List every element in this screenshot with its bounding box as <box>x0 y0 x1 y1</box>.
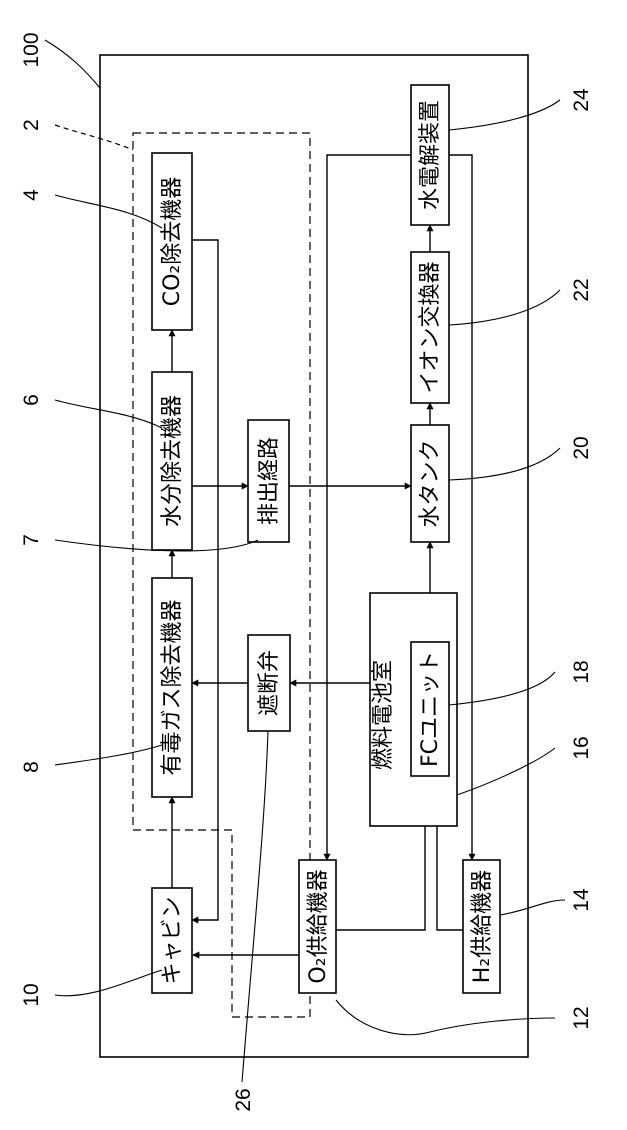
fc-unit-label: FCユニット <box>418 651 443 767</box>
ref-18: 18 <box>570 660 593 683</box>
ref-20: 20 <box>570 436 593 459</box>
shutoff-valve-label: 遮断弁 <box>257 650 282 716</box>
ref-8: 8 <box>20 761 43 773</box>
water-tank-label: 水タンク <box>418 439 443 527</box>
toxic-gas-removal-block: 有毒ガス除去機器 <box>152 578 192 797</box>
cabin-block: キャビン <box>152 888 192 993</box>
exhaust-path-block: 排出経路 <box>248 420 289 542</box>
co2-removal-block: CO₂除去機器 <box>152 153 192 330</box>
ref-12: 12 <box>570 1006 593 1029</box>
ref-6: 6 <box>20 394 43 406</box>
co2-removal-label: CO₂除去機器 <box>160 177 185 307</box>
ref-14: 14 <box>570 888 593 912</box>
ref-7: 7 <box>20 534 43 546</box>
ion-exchanger-label: イオン交換器 <box>418 261 443 393</box>
ref-2: 2 <box>20 119 43 131</box>
ref-24: 24 <box>570 88 593 112</box>
water-electrolysis-block: 水電解装置 <box>411 85 449 225</box>
cabin-label: キャビン <box>160 896 185 984</box>
ref-22: 22 <box>570 278 593 301</box>
h2-supply-block: H₂供給機器 <box>463 860 500 993</box>
ref-100: 100 <box>20 32 43 67</box>
exhaust-path-label: 排出経路 <box>257 437 282 525</box>
water-electrolysis-label: 水電解装置 <box>418 100 443 210</box>
fuel-cell-room-label: 燃料電池室 <box>371 660 396 770</box>
toxic-gas-removal-label: 有毒ガス除去機器 <box>160 599 185 775</box>
water-tank-block: 水タンク <box>411 425 449 542</box>
ref-10: 10 <box>20 983 43 1006</box>
ref-26: 26 <box>232 1088 255 1111</box>
ref-4: 4 <box>20 189 43 201</box>
h2-supply-label: H₂供給機器 <box>470 870 495 983</box>
ion-exchanger-block: イオン交換器 <box>411 252 449 403</box>
ref-16: 16 <box>570 736 593 759</box>
moisture-removal-block: 水分除去機器 <box>152 372 192 550</box>
fc-unit-block: FCユニット <box>411 642 449 776</box>
o2-supply-block: O₂供給機器 <box>299 860 336 993</box>
moisture-removal-label: 水分除去機器 <box>160 395 185 527</box>
shutoff-valve-block: 遮断弁 <box>248 635 290 731</box>
o2-supply-label: O₂供給機器 <box>306 869 331 983</box>
